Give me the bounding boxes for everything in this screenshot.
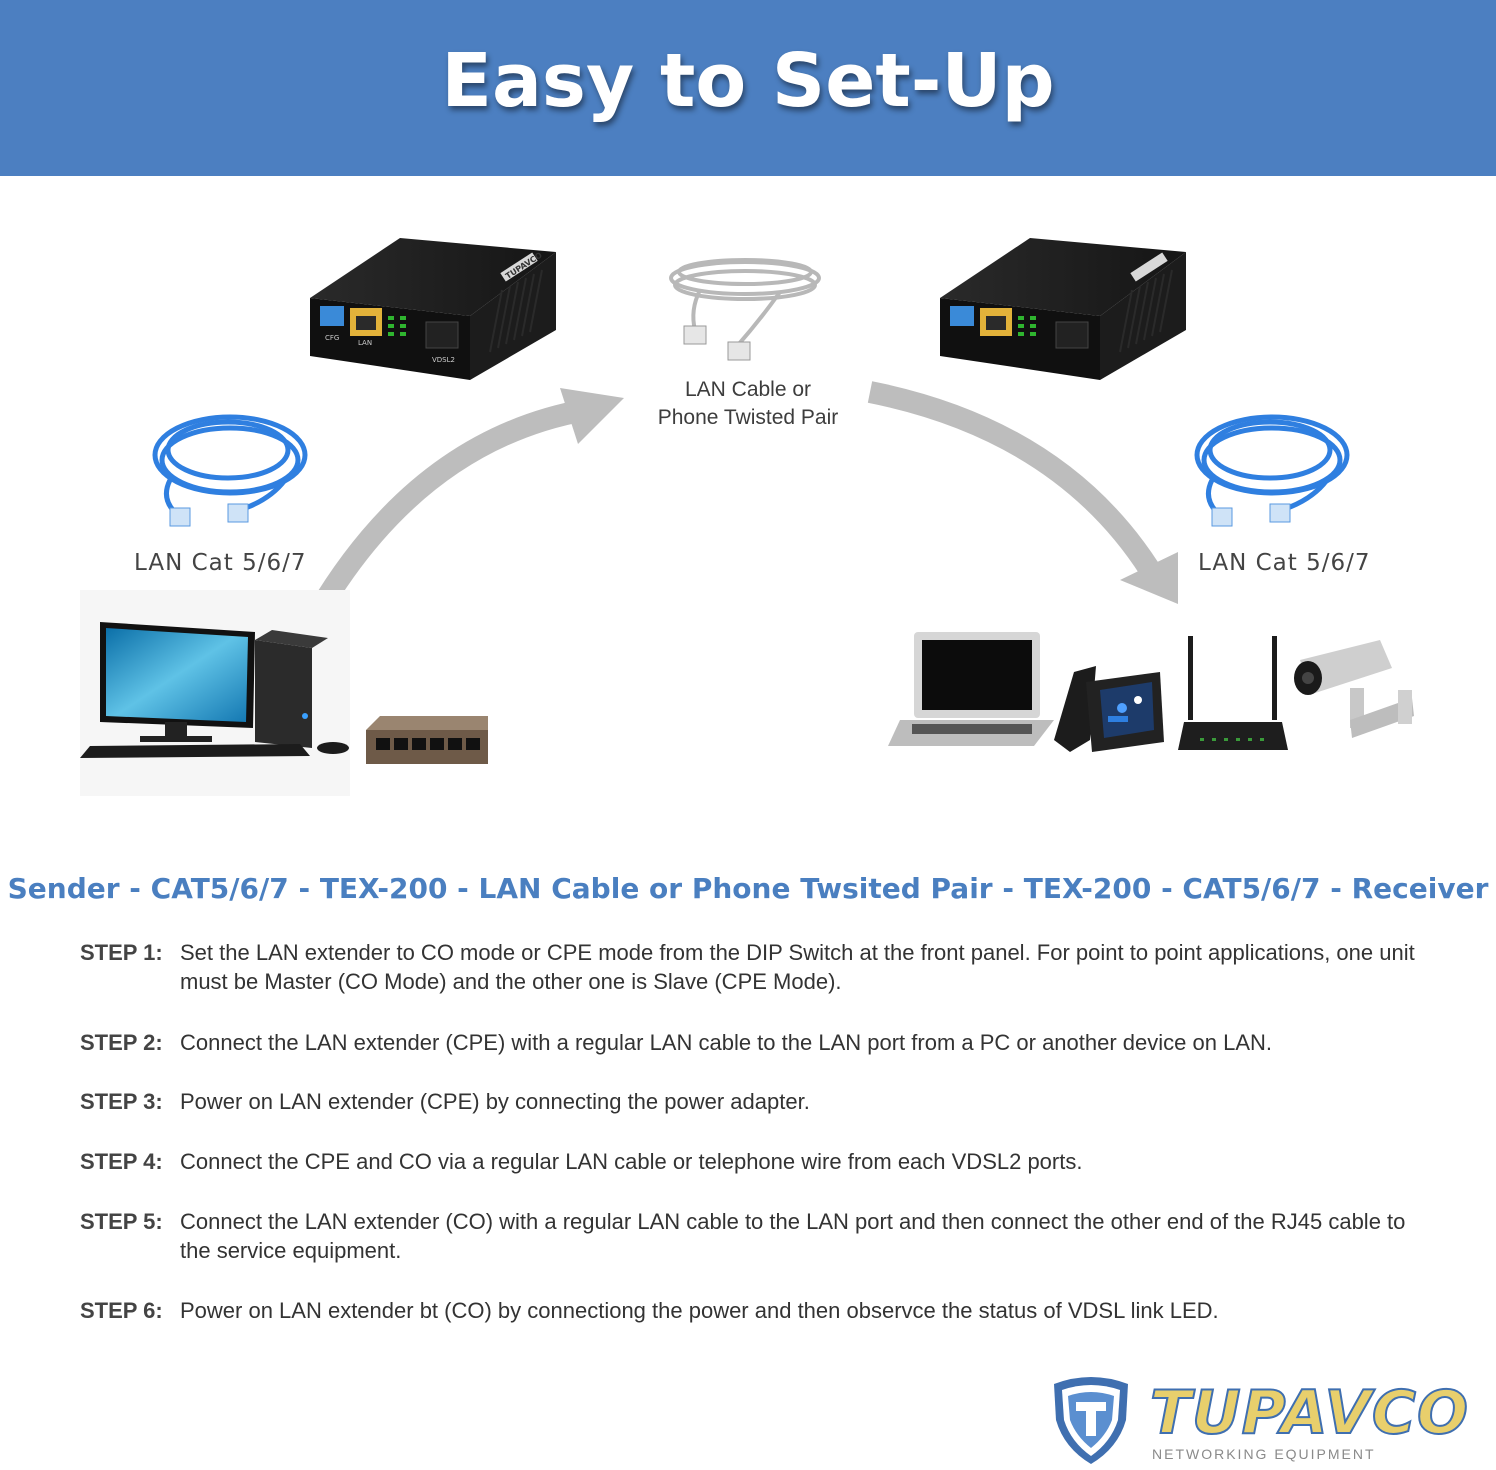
step-text: Power on LAN extender (CPE) by connectin… [180, 1089, 810, 1114]
step-text: Connect the LAN extender (CO) with a reg… [180, 1209, 1406, 1263]
middle-cable-label-line2: Phone Twisted Pair [657, 406, 839, 429]
security-camera-icon [1294, 640, 1414, 738]
flow-caption: Sender - CAT5/6/7 - TEX-200 - LAN Cable … [7, 872, 1489, 905]
logo-tagline: NETWORKING EQUIPMENT [1152, 1446, 1376, 1462]
brand-logo: TUPAVCO NETWORKING EQUIPMENT [1048, 1374, 1469, 1466]
right-flow-arrow [867, 381, 1178, 604]
port-label-lan: LAN [358, 339, 372, 347]
logo-name: TUPAVCO [1149, 1377, 1469, 1449]
step-label: STEP 6: [80, 1298, 163, 1323]
lan-cable-icon-right [1194, 414, 1350, 527]
extender-device-right [940, 238, 1186, 380]
phone-cable-icon [669, 258, 821, 361]
step-text: Set the LAN extender to CO mode or CPE m… [180, 940, 1415, 994]
laptop-icon [888, 632, 1054, 746]
header-banner: Easy to Set-Up [0, 0, 1496, 176]
setup-diagram: CFG LAN VDSL2 TUPAVCO [80, 238, 1414, 796]
step-text: Connect the CPE and CO via a regular LAN… [180, 1149, 1083, 1174]
ip-phone-icon [1054, 666, 1164, 752]
left-flow-arrow [308, 388, 624, 618]
desktop-computer-icon [80, 590, 350, 796]
network-switch-icon [366, 716, 488, 764]
step-label: STEP 1: [80, 940, 163, 965]
port-label-vdsl2: VDSL2 [432, 356, 455, 364]
step-label: STEP 4: [80, 1149, 163, 1174]
step-label: STEP 2: [80, 1030, 163, 1055]
middle-cable-label-line1: LAN Cable or [684, 378, 812, 401]
page-title: Easy to Set-Up [441, 38, 1055, 124]
step-text: Connect the LAN extender (CPE) with a re… [180, 1030, 1272, 1055]
left-cable-label: LAN Cat 5/6/7 [134, 550, 307, 576]
middle-cable-label: LAN Cable or Phone Twisted Pair [620, 376, 876, 432]
extender-device-left: CFG LAN VDSL2 TUPAVCO [310, 238, 556, 380]
lan-cable-icon-left [152, 414, 308, 527]
step-label: STEP 3: [80, 1089, 163, 1114]
shield-logo-icon [1054, 1377, 1128, 1464]
step-text: Power on LAN extender bt (CO) by connect… [180, 1298, 1219, 1323]
router-icon [1178, 636, 1288, 750]
port-label-cfg: CFG [325, 334, 339, 342]
step-label: STEP 5: [80, 1209, 163, 1234]
right-cable-label: LAN Cat 5/6/7 [1198, 550, 1371, 576]
